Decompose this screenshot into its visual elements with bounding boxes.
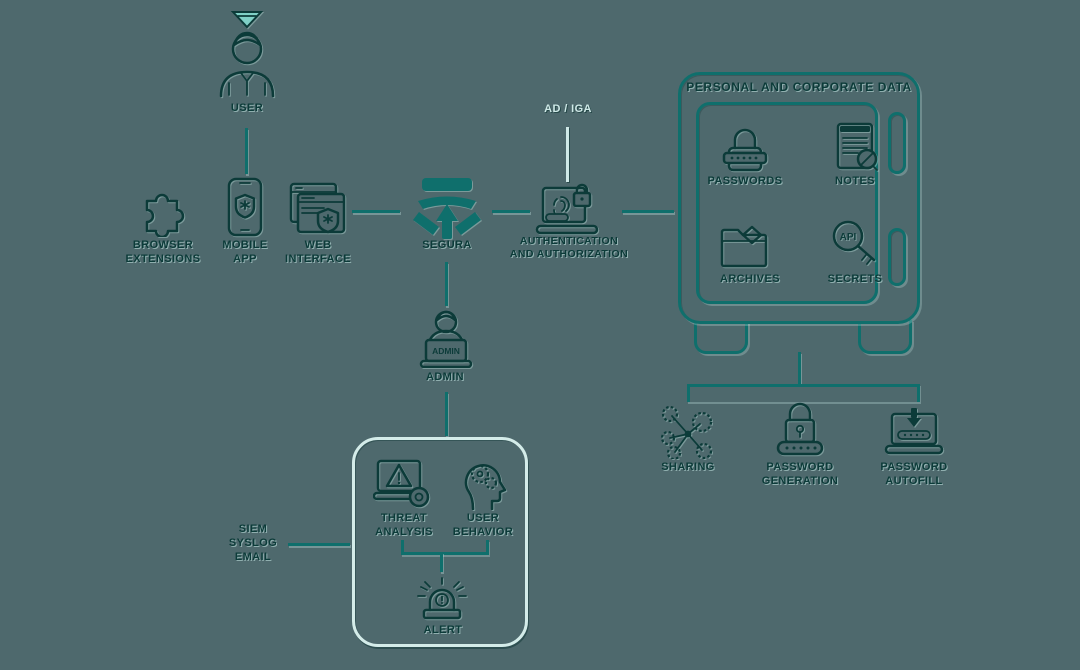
alert-icon [417,577,467,620]
connector-siem-analysisbox [288,543,350,546]
vault-hinge-bottom [888,228,906,286]
password-generation-icon [776,402,824,456]
threat-analysis-label: THREAT ANALYSIS [375,512,433,538]
ad-iga-label: AD / IGA [544,103,592,115]
analysis-box [352,437,528,647]
vault-door-inner [696,102,878,304]
user-behavior-icon [464,464,507,510]
connector-user-mobile [245,128,248,174]
web-interface-icon [289,182,346,234]
connector-segura-auth [492,210,530,213]
sharing-icon [660,405,713,459]
connector-admin-analysisbox [445,392,448,436]
connector-auth-vault [622,210,674,213]
connector-web-segura [352,210,400,213]
archives-label: ARCHIVES [719,273,781,285]
notes-label: NOTES [835,175,875,187]
secrets-icon: API [832,220,876,265]
connector-vault-bracket [798,352,801,385]
browser-extensions-label: BROWSER EXTENSIONS [125,239,201,265]
notes-icon [836,122,878,171]
vault-foot-right [858,320,912,354]
vault-features-bracket [687,384,920,402]
archives-icon [720,225,768,268]
vault-foot-left [694,320,748,354]
analysis-bracket [401,540,489,555]
vault-hinge-top [888,112,906,174]
vault-title: PERSONAL AND CORPORATE DATA [686,80,912,94]
user-behavior-label: USER BEHAVIOR [452,512,514,538]
password-generation-label: PASSWORD GENERATION [761,461,839,487]
secrets-label: SECRETS [827,273,883,285]
segura-label: SEGURA [422,239,472,251]
authentication-icon [535,183,599,235]
password-autofill-icon [884,408,944,455]
mobile-app-label: MOBILE APP [222,239,268,265]
segura-logo [413,178,481,239]
passwords-icon [722,128,768,172]
alert-label: ALERT [423,624,463,636]
svg-text:ADMIN: ADMIN [432,346,460,356]
password-autofill-label: PASSWORD AUTOFILL [880,461,948,487]
vault-body [678,72,920,324]
threat-analysis-icon [373,459,430,508]
browser-extensions-icon [145,193,185,237]
user-label: USER [230,102,264,114]
user-icon [219,11,275,98]
svg-text:API: API [840,232,857,243]
sharing-label: SHARING [661,461,715,473]
admin-label: ADMIN [425,371,465,383]
mobile-app-icon [227,177,263,237]
connector-segura-admin [445,262,448,306]
connector-bracket-alert [440,552,443,572]
authentication-label: AUTHENTICATION AND AUTHORIZATION [509,235,629,261]
web-interface-label: WEB INTERFACE [285,239,351,265]
siem-label: SIEM SYSLOG EMAIL [228,523,278,563]
admin-icon: ADMIN [419,310,473,368]
connector-adiga-auth [566,127,569,182]
passwords-label: PASSWORDS [707,175,783,187]
